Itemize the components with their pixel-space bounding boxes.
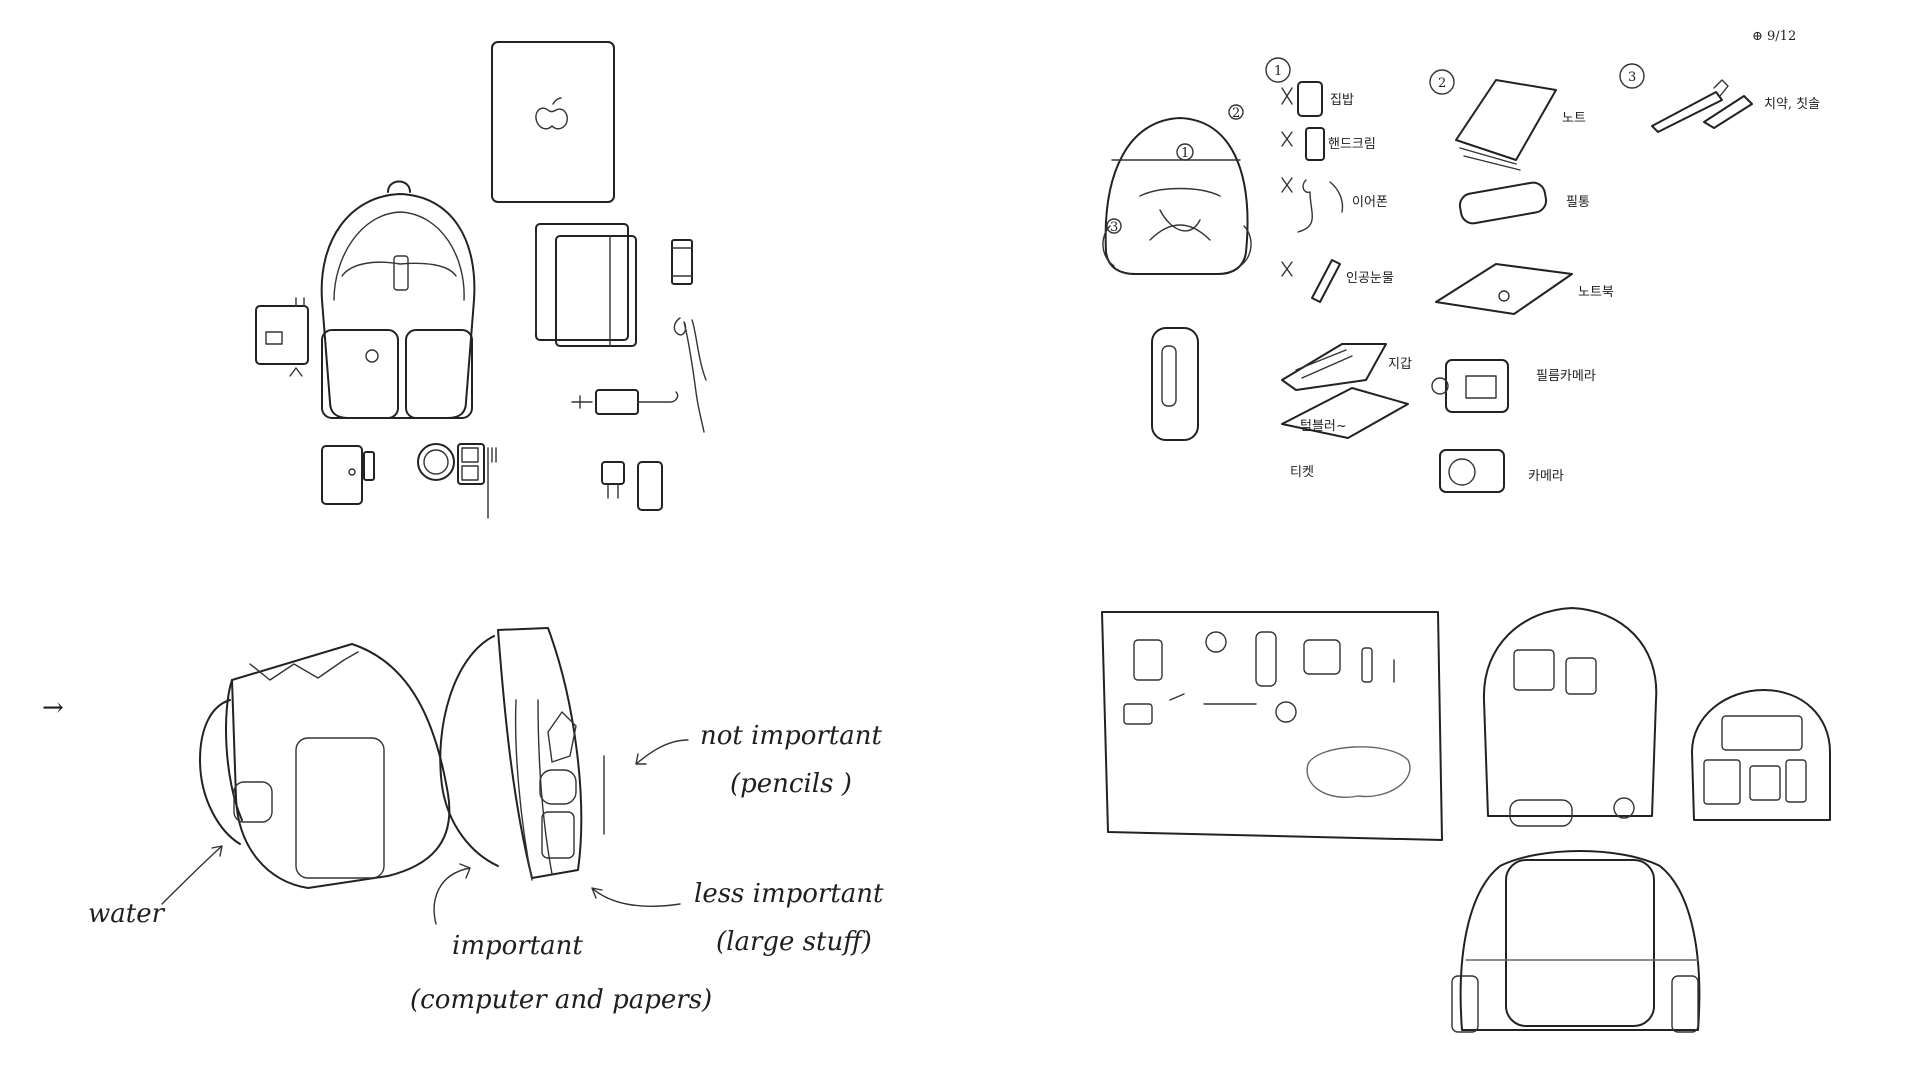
bottom-caption: 티켓	[1290, 465, 1314, 480]
charger-sketch	[571, 389, 679, 511]
item-label: 인공눈물	[1346, 271, 1394, 286]
svg-text:2: 2	[1438, 76, 1446, 91]
panel-bottom-left: → water important (computer and papers)	[42, 627, 884, 1015]
label-less-important: less important	[694, 879, 884, 909]
backpack-pocket-sketch	[1691, 689, 1831, 821]
panel-top-left	[255, 41, 707, 519]
closed-bag-sketch	[199, 643, 451, 889]
zoned-backpack-sketch: 1 2 3	[1102, 104, 1252, 275]
group2-items: 노트 필통 노트북 필름카메라 카메라	[1431, 79, 1614, 493]
panel-top-right: ⊕ 9/12 1 2 3 1 2 3 집밥	[1102, 29, 1820, 493]
apple-logo-icon	[535, 97, 568, 130]
group1-marker	[1265, 57, 1291, 83]
item-layout-board	[1101, 611, 1443, 841]
panel-bottom-right	[1101, 607, 1831, 1033]
item-label: 노트	[1562, 111, 1586, 126]
page-mark: ⊕ 9/12	[1752, 29, 1796, 44]
group3-marker	[1619, 63, 1645, 89]
label-important: important	[452, 931, 583, 961]
laptop-sketch	[491, 41, 615, 203]
arrow-less-important	[591, 887, 681, 907]
small-items-sketch	[321, 443, 497, 519]
group1-items: 집밥 핸드크림 이어폰 인공눈물 지갑 텀블러~	[1281, 81, 1412, 439]
label-water: water	[88, 899, 166, 929]
backpack-front-sketch	[320, 180, 476, 419]
item-label: 텀블러~	[1300, 419, 1347, 434]
arrow-not-important	[635, 739, 689, 765]
svg-text:1: 1	[1274, 64, 1282, 79]
svg-text:3: 3	[1110, 220, 1118, 235]
label-not-important-note: (pencils )	[730, 769, 852, 799]
item-label: 필통	[1566, 195, 1590, 210]
svg-text:2: 2	[1232, 106, 1240, 121]
label-less-important-note: (large stuff)	[716, 927, 872, 957]
item-label: 노트북	[1578, 285, 1614, 300]
notebooks-sketch	[535, 223, 637, 347]
group2-marker	[1429, 69, 1455, 95]
wallet-sketch	[255, 297, 309, 377]
tumbler-sketch	[1151, 327, 1199, 441]
item-label: 지갑	[1388, 357, 1412, 372]
svg-text:1: 1	[1181, 146, 1189, 161]
item-label: 핸드크림	[1328, 136, 1376, 152]
item-label: 집밥	[1330, 93, 1354, 108]
arrow-water	[161, 845, 223, 905]
open-bag-sketch	[439, 627, 605, 881]
item-label: 이어폰	[1352, 195, 1388, 210]
backpack-inner-sketch	[1482, 607, 1658, 827]
svg-text:3: 3	[1628, 70, 1636, 85]
snack-and-earphones-sketch	[671, 239, 707, 433]
group3-items: 치약, 칫솔	[1651, 79, 1820, 133]
item-label: 카메라	[1528, 469, 1564, 484]
label-important-note: (computer and papers)	[410, 985, 712, 1015]
flow-arrow: →	[42, 693, 64, 723]
arrow-important	[433, 863, 471, 925]
backpack-back-sketch	[1451, 850, 1701, 1033]
item-label: 치약, 칫솔	[1764, 97, 1820, 112]
item-label: 필름카메라	[1536, 369, 1596, 384]
label-not-important: not important	[700, 721, 883, 751]
